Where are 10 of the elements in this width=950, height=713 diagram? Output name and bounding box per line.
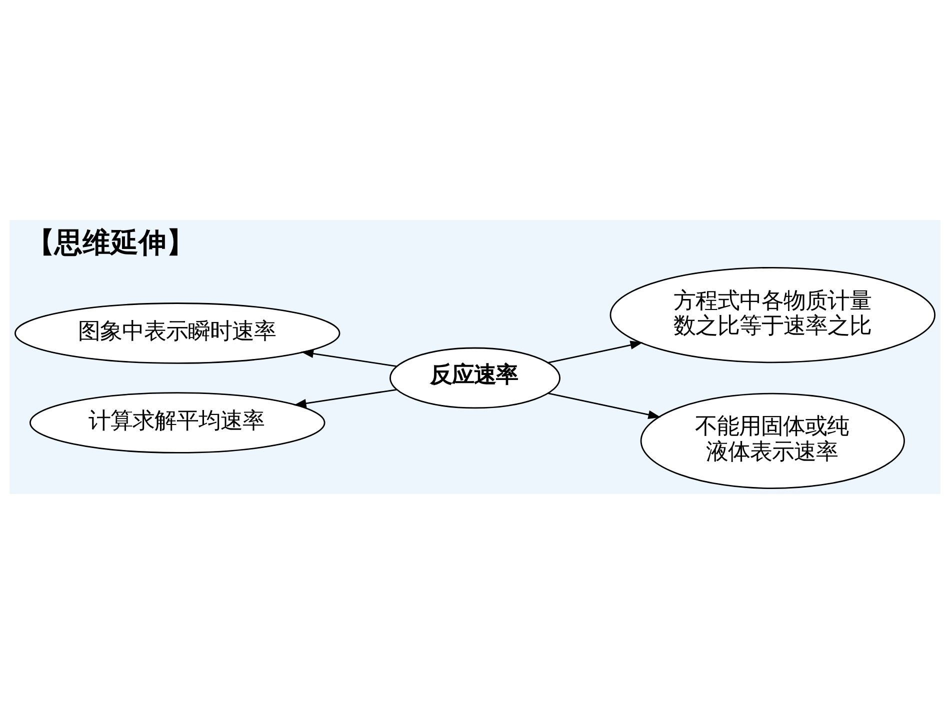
arrow	[548, 392, 661, 419]
node-ellipse: 方程式中各物质计量数之比等于速率之比	[610, 266, 936, 363]
node-ellipse: 图象中表示瞬时速率	[14, 302, 340, 364]
node-ellipse: 反应速率	[390, 346, 560, 408]
arrow	[294, 388, 397, 408]
arrow	[548, 340, 643, 363]
arrow	[300, 348, 397, 366]
node-ellipse: 不能用固体或纯液体表示速率	[640, 392, 905, 489]
node-ellipse: 计算求解平均速率	[30, 392, 326, 453]
diagram-title: 【思维延伸】	[26, 226, 194, 259]
